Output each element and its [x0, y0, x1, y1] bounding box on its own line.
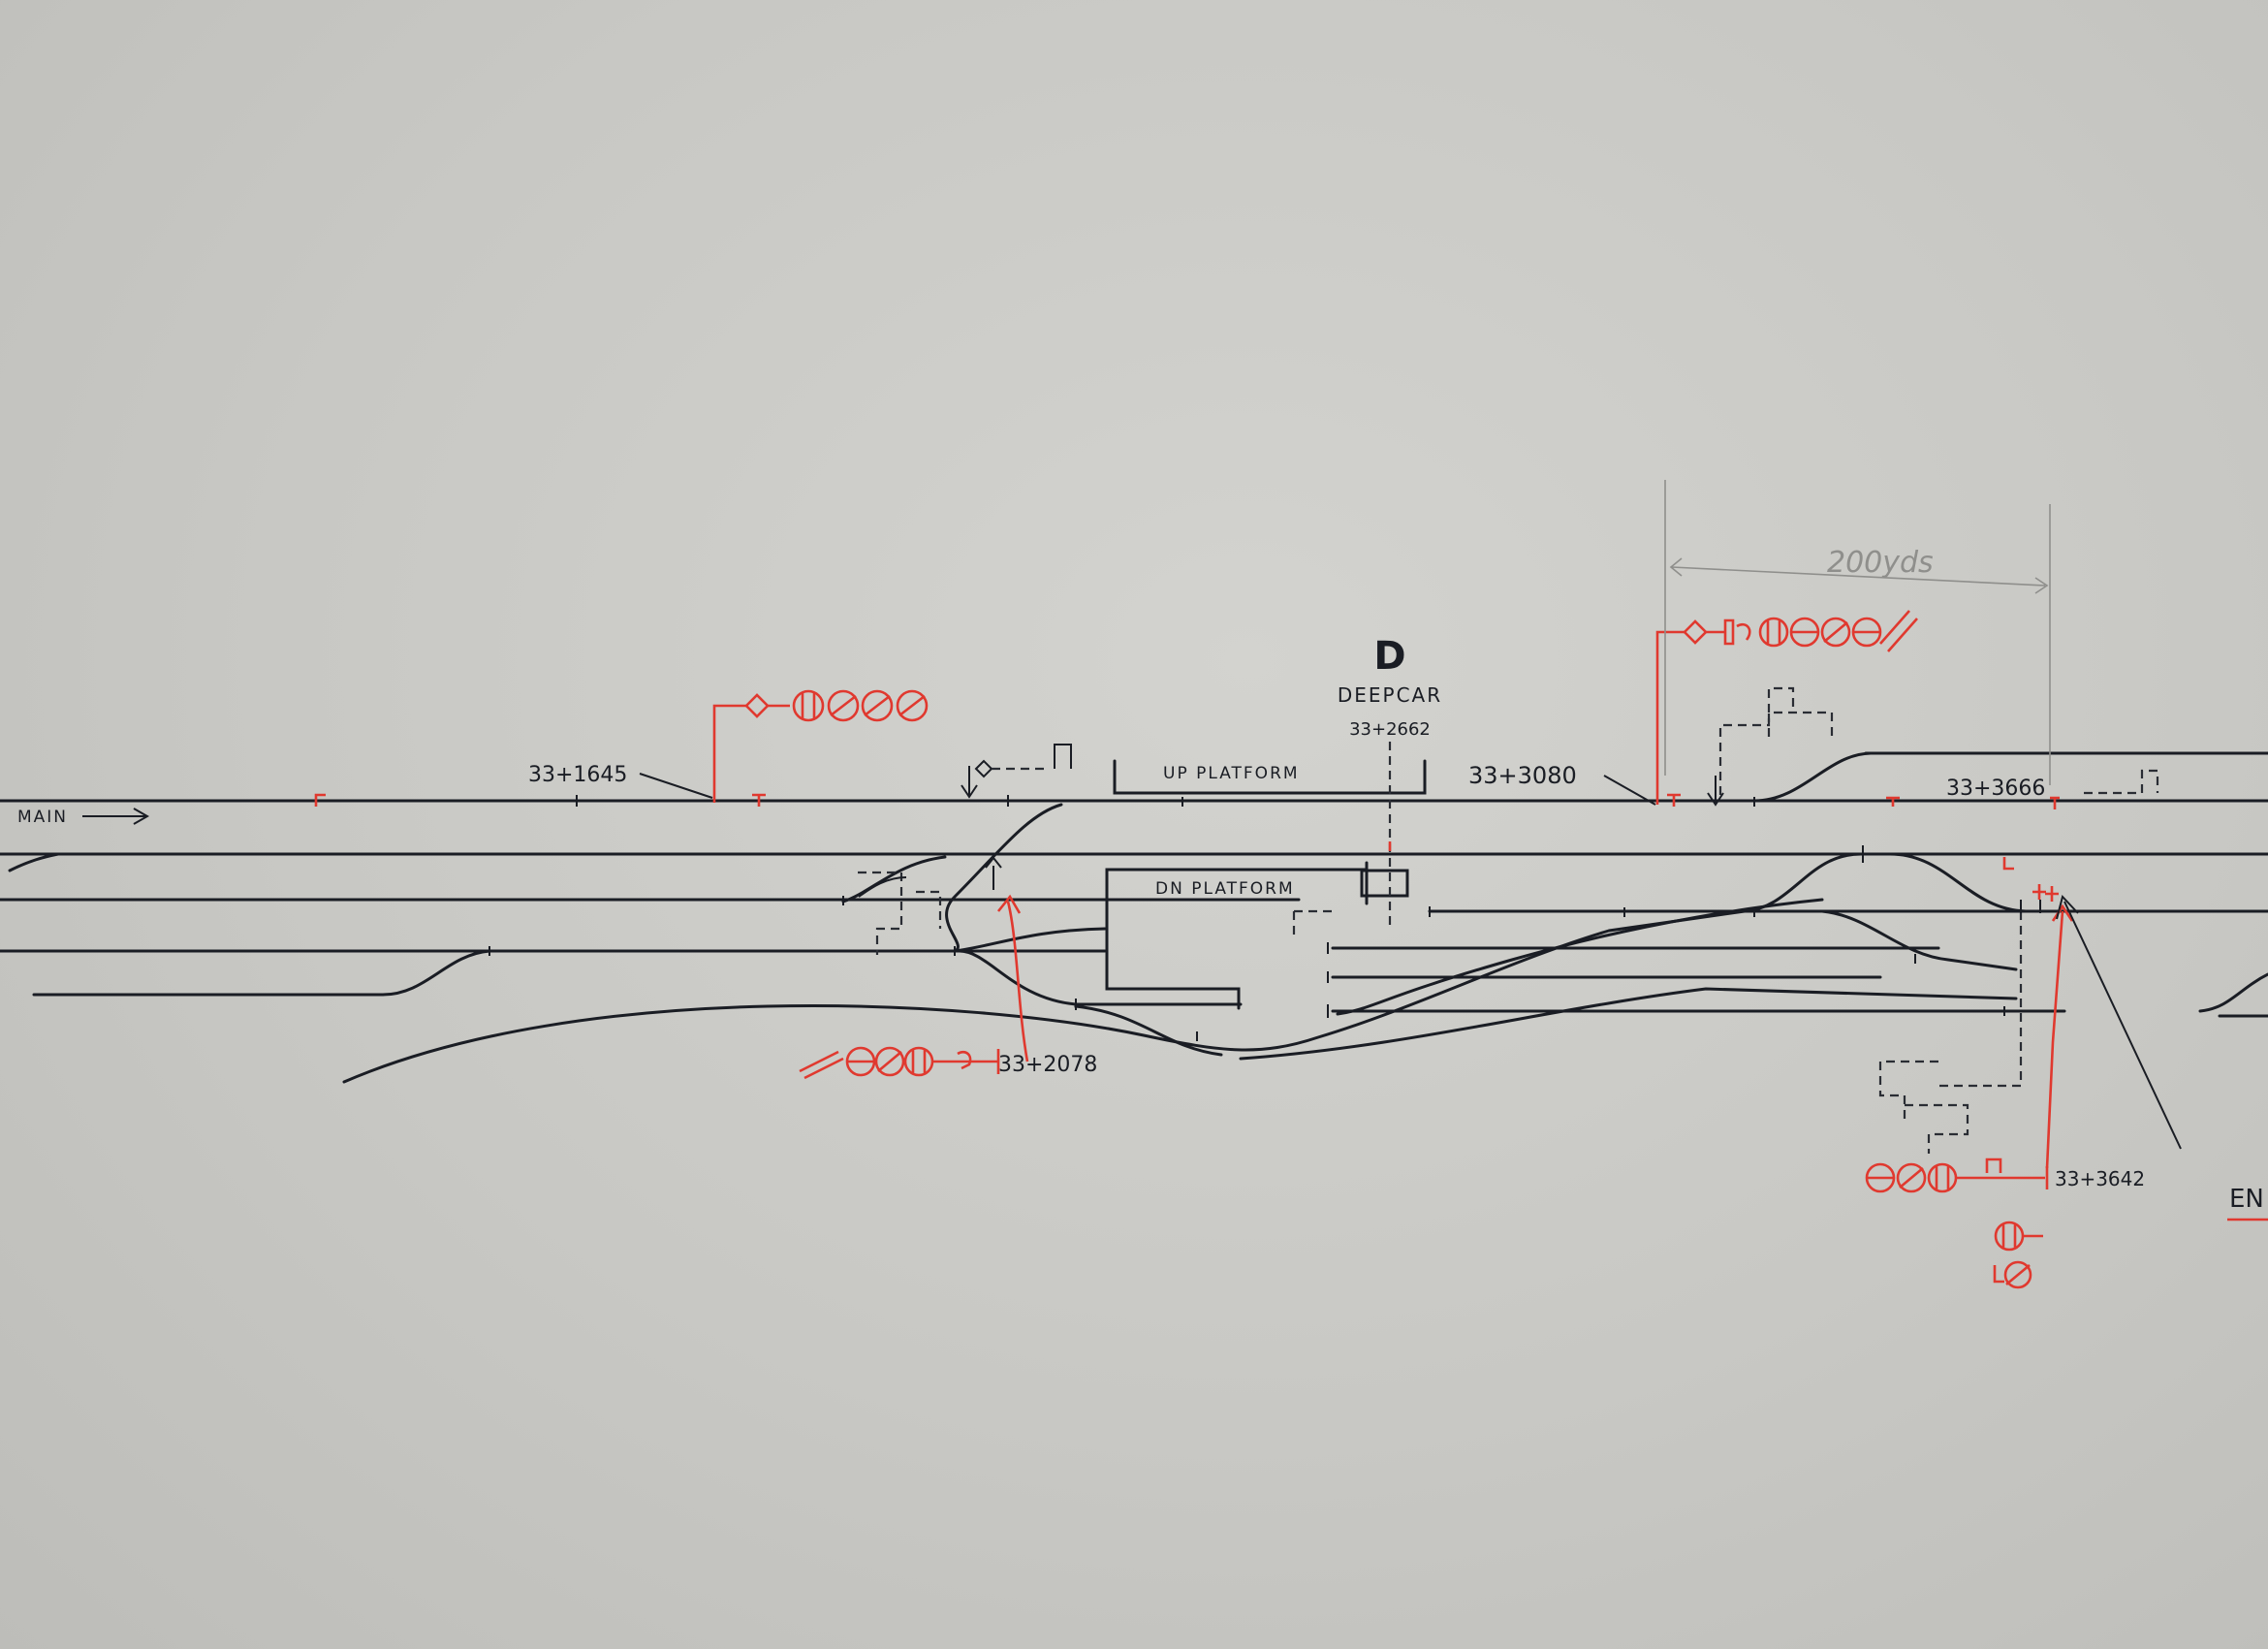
up-platform: UP PLATFORM — [1113, 759, 1427, 795]
station-mileage: 33+2662 — [1349, 719, 1431, 740]
station-name: DEEPCAR — [1338, 683, 1442, 707]
mileage-3666: 33+3666 — [1946, 777, 2045, 801]
up-platform-label: UP PLATFORM — [1163, 764, 1300, 783]
mileage-labels: 33+1645 33+3080 33+3666 33+2078 33+3642 … — [17, 762, 2145, 1190]
upper-sidings — [1331, 751, 2268, 1018]
down-platform-label: DN PLATFORM — [1155, 879, 1295, 899]
pencil-note-label: 200yds — [1827, 546, 1934, 580]
mileage-1645: 33+1645 — [528, 763, 627, 787]
edge-pointer: EN — [2056, 894, 2268, 1221]
down-platform: DN PLATFORM — [1105, 861, 1409, 1010]
station-letter: D — [1373, 634, 1405, 679]
edge-label: EN — [2229, 1185, 2264, 1214]
main-line-label: MAIN — [17, 808, 68, 827]
station-header: D DEEPCAR 33+2662 — [1338, 634, 1442, 926]
running-lines — [0, 799, 2268, 997]
pencil-note: 200yds — [1664, 480, 2051, 785]
track-ticks — [488, 795, 2041, 1041]
mileage-3080: 33+3080 — [1468, 762, 1577, 789]
mileage-3642: 33+3642 — [2055, 1167, 2145, 1190]
existing-signals — [858, 686, 2159, 1154]
proposed-signals-red — [314, 610, 2074, 1289]
station-connections — [342, 803, 2018, 1084]
mileage-2078: 33+2078 — [998, 1053, 1097, 1077]
